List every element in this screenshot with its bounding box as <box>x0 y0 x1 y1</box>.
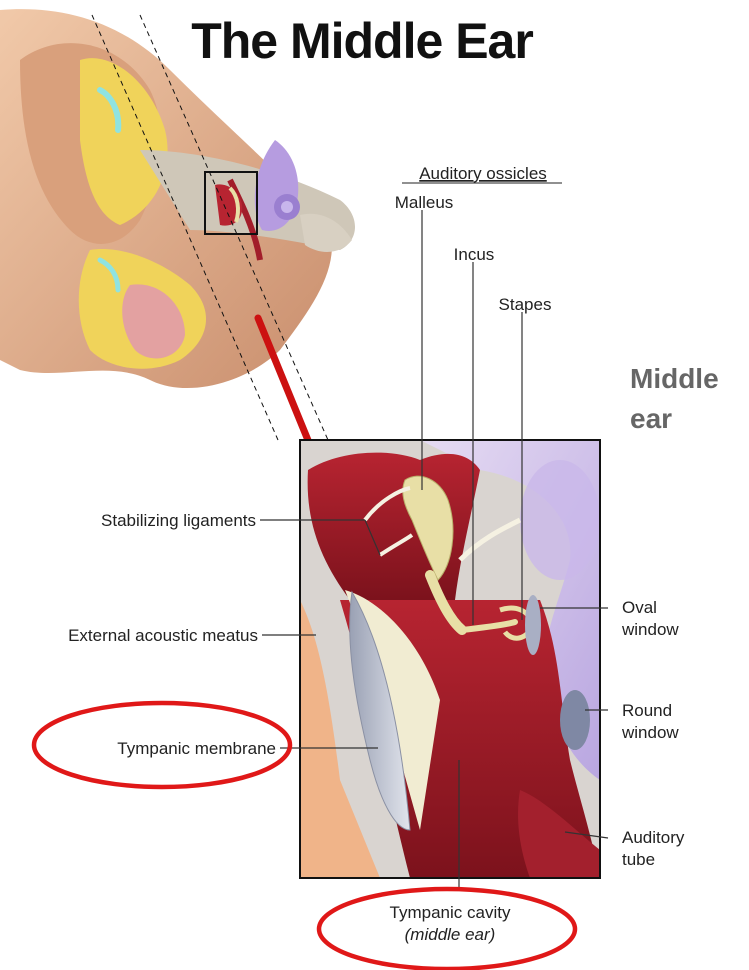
label-round-window-line2: window <box>621 723 679 742</box>
label-oval-window-line2: window <box>621 620 679 639</box>
side-label-ear: ear <box>630 403 672 434</box>
label-stabilizing-ligaments: Stabilizing ligaments <box>101 511 256 530</box>
label-tympanic-membrane: Tympanic membrane <box>117 739 276 758</box>
label-auditory-tube-line1: Auditory <box>622 828 685 847</box>
label-external-acoustic-meatus: External acoustic meatus <box>68 626 258 645</box>
label-tympanic-cavity-line1: Tympanic cavity <box>390 903 511 922</box>
label-auditory-tube-line2: tube <box>622 850 655 869</box>
label-malleus: Malleus <box>395 193 454 212</box>
label-stapes: Stapes <box>499 295 552 314</box>
label-incus: Incus <box>454 245 495 264</box>
side-label-middle: Middle <box>630 363 719 394</box>
page-title: The Middle Ear <box>191 13 533 69</box>
label-oval-window-line1: Oval <box>622 598 657 617</box>
middle-ear-cross-section <box>300 440 600 878</box>
label-round-window-line1: Round <box>622 701 672 720</box>
label-auditory-ossicles: Auditory ossicles <box>419 164 547 183</box>
label-tympanic-cavity-line2: (middle ear) <box>405 925 496 944</box>
